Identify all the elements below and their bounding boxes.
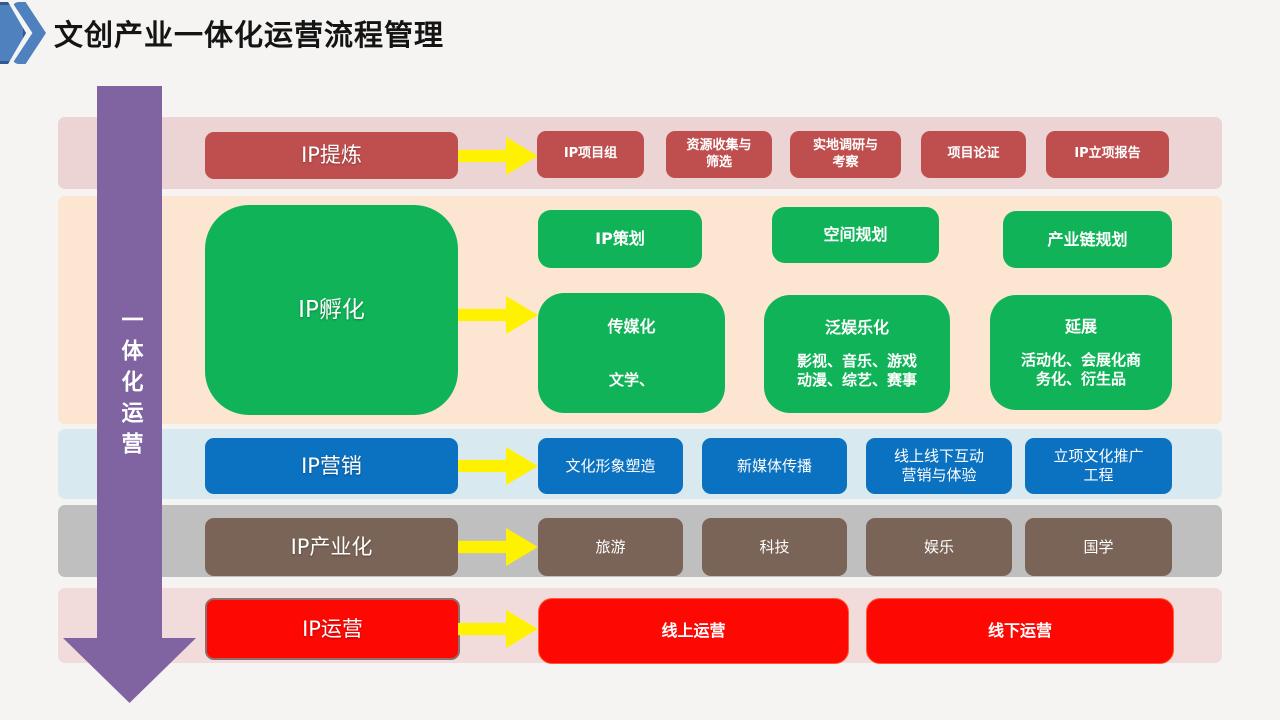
step-button: 延展 活动化、会展化商 务化、衍生品 — [990, 295, 1172, 410]
lead-marketing: IP营销 — [205, 438, 458, 494]
step-button: 实地调研与 考察 — [790, 131, 901, 178]
step-button: 项目论证 — [921, 131, 1026, 178]
step-button: 科技 — [702, 518, 847, 576]
step-button: 线上线下互动 营销与体验 — [866, 438, 1012, 494]
step-title: 传媒化 — [607, 316, 656, 336]
step-label: 考察 — [832, 154, 859, 170]
step-button: IP立项报告 — [1046, 131, 1169, 178]
step-button: 娱乐 — [866, 518, 1012, 576]
page-title: 文创产业一体化运营流程管理 — [54, 18, 445, 52]
step-button: 资源收集与 筛选 — [666, 131, 772, 178]
step-button: 传媒化 文学、 — [538, 293, 725, 413]
step-button: 泛娱乐化 影视、音乐、游戏 动漫、综艺、赛事 — [764, 295, 950, 413]
step-button: 产业链规划 — [1003, 211, 1172, 268]
lead-extraction: IP提炼 — [205, 132, 458, 179]
step-button: 空间规划 — [772, 207, 939, 263]
side-arrow-shaft — [97, 86, 162, 639]
step-button: 线下运营 — [866, 598, 1174, 664]
step-label: 营销与体验 — [901, 466, 977, 484]
step-label: 立项文化推广 — [1053, 447, 1144, 466]
lead-industrialization: IP产业化 — [205, 518, 458, 576]
step-title: 泛娱乐化 — [824, 318, 889, 338]
step-label: 实地调研与 — [812, 138, 878, 154]
step-label: 工程 — [1083, 466, 1114, 484]
step-label: 筛选 — [705, 154, 732, 170]
step-label: 线上线下互动 — [893, 447, 984, 466]
step-line: 影视、音乐、游戏 — [796, 352, 917, 371]
side-arrow-label: 一体化运营 — [117, 307, 143, 463]
step-button: 新媒体传播 — [702, 438, 847, 494]
lead-operation: IP运营 — [205, 598, 460, 660]
step-button: 立项文化推广 工程 — [1025, 438, 1172, 494]
step-title: 延展 — [1064, 316, 1097, 336]
double-chevron-icon — [0, 2, 50, 64]
step-button: IP项目组 — [537, 131, 644, 178]
step-label: 资源收集与 — [686, 138, 752, 154]
step-line: 务化、衍生品 — [1035, 369, 1126, 388]
step-line: 动漫、综艺、赛事 — [796, 371, 917, 389]
step-line: 活动化、会展化商 — [1020, 350, 1141, 369]
step-button: 文化形象塑造 — [538, 438, 683, 494]
step-button: 旅游 — [538, 518, 683, 576]
step-button: 国学 — [1025, 518, 1172, 576]
lead-incubation: IP孵化 — [205, 205, 458, 415]
side-arrow-head — [63, 638, 196, 703]
step-button: 线上运营 — [538, 598, 849, 664]
step-line: 文学、 — [608, 370, 654, 389]
step-button: IP策划 — [538, 210, 702, 268]
